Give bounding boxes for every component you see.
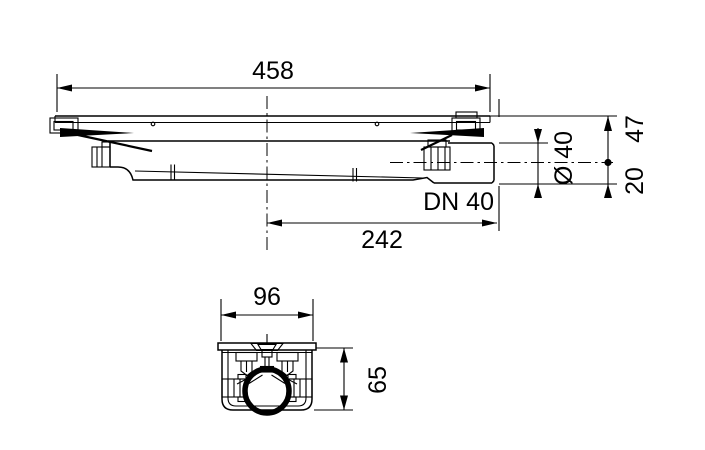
arrow-right-icon [298,311,313,319]
dimension-width: 96 [220,283,314,341]
dim-label-top-to-center: 47 [621,115,649,143]
dim-label-overall-length: 458 [252,57,294,85]
extension-lines [490,99,617,231]
dimension-dot [604,158,612,167]
dim-label-width: 96 [253,283,281,311]
dimension-47-20: 47 20 [604,115,649,198]
channel-body [108,140,450,184]
left-clip [235,351,258,377]
arrow-left-icon [267,219,282,227]
arrow-right-icon [482,219,497,227]
dim-label-height: 65 [364,366,392,394]
cover-plate [54,115,491,127]
arrow-down-icon [340,395,348,410]
dimension-height: 65 [314,347,392,411]
screw-mark [374,121,380,127]
outlet-type-label: DN 40 [423,188,494,216]
section-body [217,342,317,411]
side-view: 458 [49,57,649,254]
arrow-up-icon [604,116,612,131]
dimension-pipe-diameter: Ø 40 [534,128,578,198]
left-bracket [49,117,153,168]
arrow-up-icon [340,348,348,363]
arrow-left-icon [221,311,236,319]
end-view: 96 [217,283,392,416]
arrow-down-icon [534,129,542,143]
arrow-left-icon [57,84,72,92]
right-clip [276,351,299,377]
arrow-up-icon [534,184,542,198]
dimension-overall-length: 458 [56,57,491,112]
screw-mark [150,121,156,127]
pipe-section-ring [242,366,292,416]
dim-label-pipe-diameter: Ø 40 [550,131,578,185]
dim-label-center-to-bottom: 20 [621,167,649,195]
right-clamp [287,373,313,403]
dim-label-outlet-distance: 242 [361,226,403,254]
arrow-right-icon [475,84,490,92]
dimension-outlet-distance: 242 [267,219,497,254]
arrow-up-icon [604,184,612,198]
right-bracket [410,111,484,171]
left-clamp [221,373,247,403]
